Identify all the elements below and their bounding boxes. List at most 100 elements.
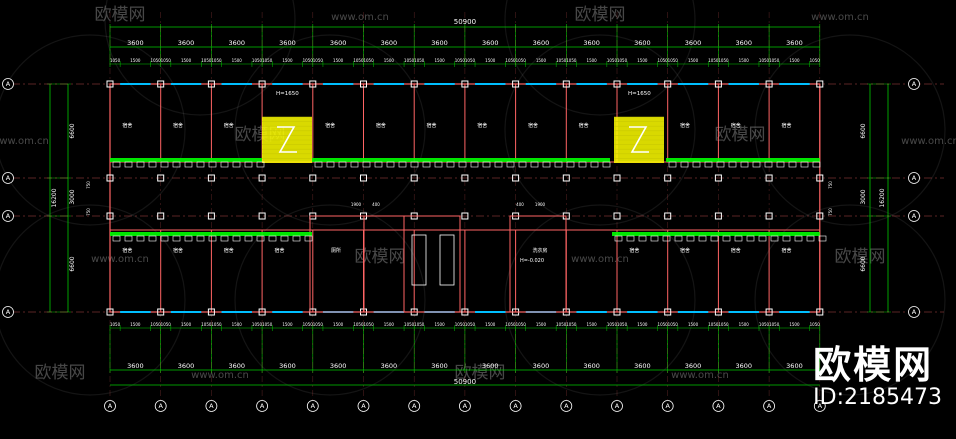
sub-dimension-label: 1050 xyxy=(516,58,527,63)
sub-dimension-label: 1500 xyxy=(587,58,598,63)
sink-fixture xyxy=(746,235,755,242)
column xyxy=(613,212,621,220)
room-label: 宿舍 xyxy=(122,247,132,254)
sub-dimension-label: 1500 xyxy=(333,322,344,327)
sub-dimension-label: 1050 xyxy=(363,322,374,327)
stair-elevation-label: H=1650 xyxy=(276,91,299,97)
sink-fixture xyxy=(458,161,467,168)
sink-fixture xyxy=(148,161,157,168)
watermark-ring xyxy=(234,34,426,226)
column xyxy=(106,308,114,316)
sink-fixture xyxy=(812,161,821,168)
column xyxy=(207,174,215,182)
sink-fixture xyxy=(776,161,785,168)
sink-fixture xyxy=(818,235,827,242)
watermark-ring xyxy=(104,0,296,116)
column xyxy=(258,80,266,88)
room-label: 宿舍 xyxy=(122,122,132,129)
watermark-site: www.om.cn xyxy=(331,12,389,23)
sub-dimension-label: 1050 xyxy=(404,322,415,327)
axis-bubble xyxy=(509,400,522,412)
axis-bubble-label: A xyxy=(6,212,11,220)
room-label: 宿舍 xyxy=(781,247,791,254)
depth-dimension-label: 3000 xyxy=(860,189,867,204)
column xyxy=(714,308,722,316)
bay-dimension-label: 3600 xyxy=(735,362,752,370)
core-dimension-label: 400 xyxy=(372,202,380,207)
room-label: 宿舍 xyxy=(680,122,690,129)
bay-dimension-label: 3600 xyxy=(381,39,398,47)
sink-fixture xyxy=(794,235,803,242)
sink-fixture xyxy=(184,235,193,242)
sink-fixture xyxy=(446,161,455,168)
bay-dimension-label: 3600 xyxy=(431,39,448,47)
sink-fixture xyxy=(398,161,407,168)
bay-dimension-label: 3600 xyxy=(634,362,651,370)
watermark-ring xyxy=(0,204,186,396)
column xyxy=(816,80,824,88)
axis-bubble-label: A xyxy=(716,402,721,410)
sub-dimension-label: 1050 xyxy=(718,58,729,63)
bay-dimension-label: 3600 xyxy=(786,362,803,370)
sub-dimension-label: 1050 xyxy=(556,322,567,327)
column xyxy=(714,80,722,88)
sub-dimension-label: 1050 xyxy=(617,322,628,327)
column xyxy=(664,308,672,316)
watermark-id: ID:2185473 xyxy=(813,385,942,410)
bay-dimension-label: 3600 xyxy=(279,362,296,370)
sub-dimension-label: 1050 xyxy=(658,58,669,63)
axis-bubble xyxy=(2,78,14,90)
sub-dimension-label: 1050 xyxy=(303,322,314,327)
column xyxy=(157,212,165,220)
watermark-site: www.om.cn xyxy=(901,136,956,147)
bay-dimension-label: 3600 xyxy=(482,362,499,370)
watermark-ring xyxy=(754,204,946,396)
sub-dimension-label: 1050 xyxy=(465,322,476,327)
sink-fixture xyxy=(124,235,133,242)
sub-dimension-label: 1050 xyxy=(110,322,121,327)
sink-fixture xyxy=(124,161,133,168)
depth-dimension-label: 6600 xyxy=(860,256,867,271)
sub-dimension-label: 1500 xyxy=(333,58,344,63)
sub-dimension-label: 1050 xyxy=(161,58,172,63)
column xyxy=(816,308,824,316)
sink-fixture xyxy=(314,161,323,168)
core-dimension-label: 1900 xyxy=(351,202,362,207)
sub-dimension-label: 1050 xyxy=(465,58,476,63)
bay-dimension-label: 3600 xyxy=(482,39,499,47)
room-label: 宿舍 xyxy=(376,122,386,129)
axis-bubble-label: A xyxy=(260,402,265,410)
sink-fixture xyxy=(482,161,491,168)
axis-bubble-label: A xyxy=(615,402,620,410)
minor-dimension-label: 750 xyxy=(828,181,833,189)
service-room-label: 洗衣房 xyxy=(532,247,547,254)
bay-dimension-label: 3600 xyxy=(533,362,550,370)
bay-dimension-label: 3600 xyxy=(127,39,144,47)
room-label: 宿舍 xyxy=(274,247,284,254)
room-label: 宿舍 xyxy=(224,122,234,129)
sub-dimension-label: 1500 xyxy=(485,58,496,63)
sub-dimension-label: 1500 xyxy=(130,322,141,327)
sub-dimension-label: 1050 xyxy=(262,58,273,63)
column xyxy=(207,308,215,316)
watermark-text: 欧模网 xyxy=(355,247,406,267)
bay-dimension-label: 3600 xyxy=(583,362,600,370)
column xyxy=(664,212,672,220)
axis-bubble-label: A xyxy=(6,174,11,182)
column xyxy=(461,212,469,220)
sink-fixture xyxy=(716,161,725,168)
sub-dimension-label: 1050 xyxy=(759,322,770,327)
sink-fixture xyxy=(728,161,737,168)
room-label: 宿舍 xyxy=(173,122,183,129)
axis-bubble xyxy=(908,172,920,184)
room-label: 宿舍 xyxy=(477,122,487,129)
axis-bubble xyxy=(458,400,471,412)
watermark-text: 欧模网 xyxy=(835,247,886,267)
bay-dimension-label: 3600 xyxy=(178,39,195,47)
sub-dimension-label: 1050 xyxy=(759,58,770,63)
sub-dimension-label: 1050 xyxy=(516,322,527,327)
sub-dimension-label: 1050 xyxy=(556,58,567,63)
sub-dimension-label: 1500 xyxy=(282,58,293,63)
service-room-label: 厕所 xyxy=(331,247,341,254)
sink-fixture xyxy=(662,235,671,242)
